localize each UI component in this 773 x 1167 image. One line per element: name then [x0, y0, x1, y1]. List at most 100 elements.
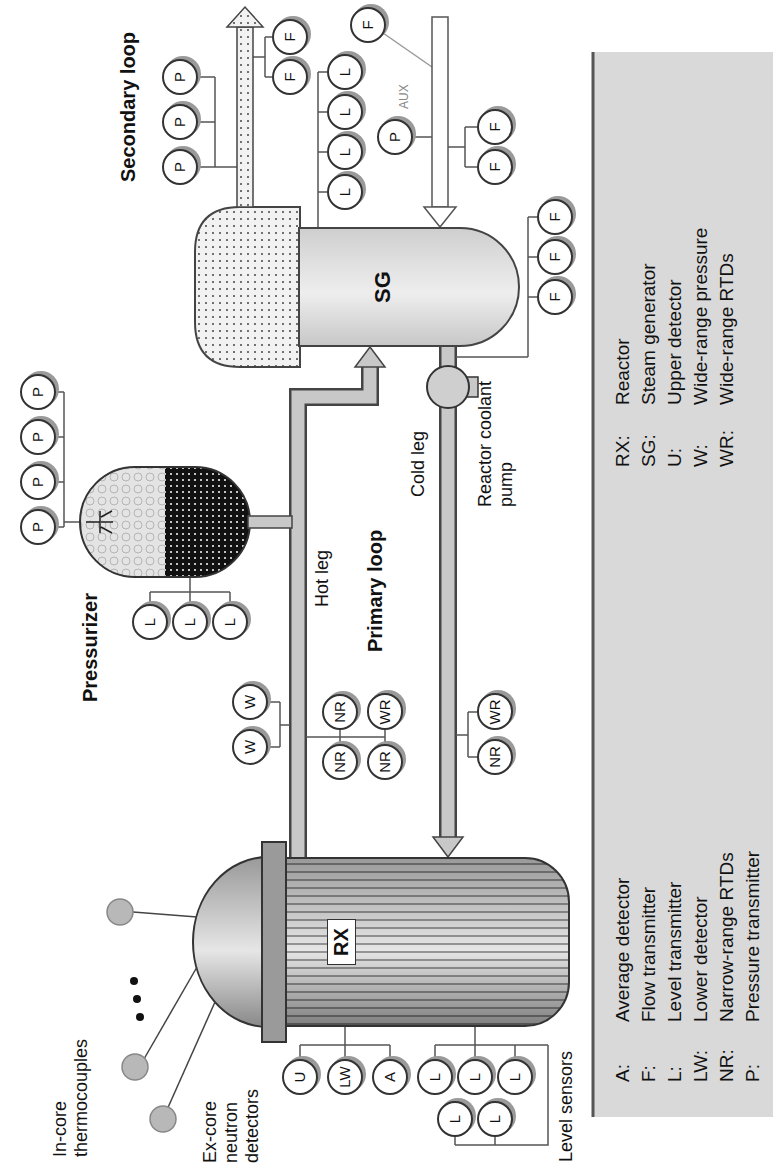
reactor-vessel-head [193, 857, 268, 1027]
part-label: AUX [397, 69, 411, 109]
sensor-circle: F [477, 149, 513, 185]
sensor-code: L [337, 68, 353, 76]
legend-panel [592, 52, 773, 1117]
legend-text: L: [664, 1024, 686, 1082]
sensor-code: F [487, 162, 503, 171]
sensor-code: P [387, 132, 403, 142]
pressurizer [80, 467, 250, 577]
part-label: Reactor coolant pump [475, 377, 517, 507]
sensor-circle: L [132, 604, 168, 640]
pipe-outline [298, 366, 370, 857]
sensor-code: L [427, 1073, 443, 1081]
sensor-wiring [268, 702, 290, 747]
sensor-code: F [547, 292, 563, 301]
reactor-vessel-head [193, 842, 286, 1042]
component-label: SG [370, 271, 396, 303]
pressurizer [80, 467, 250, 577]
legend-text: RX: [612, 409, 634, 467]
sensor-circle: W [232, 684, 268, 720]
legend-text: P: [742, 1024, 764, 1082]
pipe-fill [442, 347, 455, 838]
sensor-wiring [150, 577, 230, 604]
legend-text: Average detector [612, 722, 634, 1022]
sensor-circle: L [327, 134, 363, 170]
sensor-wiring [56, 392, 82, 527]
sensor-circle: L [477, 1101, 513, 1137]
legend-text: Pressure transmitter [742, 722, 764, 1022]
aux-line [383, 33, 432, 67]
sensor-circle: NR [322, 694, 358, 730]
legend-text: WR: [716, 409, 738, 467]
in-core-thermocouples [107, 899, 215, 1132]
sensor-code: P [172, 117, 188, 127]
in-core-thermocouples [144, 967, 197, 1059]
in-core-thermocouples [166, 1002, 215, 1112]
legend-text: SG: [638, 409, 660, 467]
section-title: Primary loop [365, 512, 386, 652]
sensor-code: U [292, 1072, 308, 1083]
sensor-circle: P [162, 59, 198, 95]
part-label: Hot leg [312, 527, 333, 607]
legend-text: NR: [716, 1024, 738, 1082]
sensor-code: L [507, 1073, 523, 1081]
sensor-code: F [547, 212, 563, 221]
reactor-coolant-pump [427, 366, 478, 408]
sensor-code: P [30, 432, 46, 442]
sensor-circle: LW [327, 1059, 363, 1095]
in-core-thermocouples [107, 899, 133, 925]
sensor-code: W [242, 695, 258, 709]
sensor-circle: L [417, 1059, 453, 1095]
sensor-code: WR [487, 700, 503, 725]
steam-line [227, 7, 263, 207]
sensor-circle: W [232, 729, 268, 765]
sensor-code: L [467, 1073, 483, 1081]
sensor-circle: L [437, 1101, 473, 1137]
sensor-circle: L [327, 54, 363, 90]
reactor-vessel-head [262, 842, 286, 1042]
sensor-code: P [30, 387, 46, 397]
sensor-code: F [282, 32, 298, 41]
sensor-circle: F [537, 199, 573, 235]
feedwater-line [432, 17, 448, 207]
sensor-circle: U [282, 1059, 318, 1095]
legend-text: Wide-range pressure [690, 105, 712, 405]
pipe-arrowheads [355, 347, 385, 367]
pipe-outline [439, 347, 457, 838]
legend-text: A: [612, 1024, 634, 1082]
legend-text: Narrow-range RTDs [716, 722, 738, 1022]
in-core-thermocouples [150, 1106, 176, 1132]
sensor-code: F [282, 72, 298, 81]
in-core-thermocouples [136, 1013, 144, 1021]
section-title: Pressurizer [80, 577, 101, 702]
in-core-thermocouples [133, 995, 141, 1003]
sensor-circle: F [477, 109, 513, 145]
part-label: Level sensors [556, 992, 577, 1162]
legend-text: F: [638, 1024, 660, 1082]
pressurizer [86, 511, 113, 533]
legend-text: LW: [690, 1024, 712, 1082]
sensor-wiring [456, 712, 477, 757]
sensor-circle: NR [367, 744, 403, 780]
sensor-code: WR [377, 700, 393, 725]
legend-panel [592, 52, 773, 1117]
pipe-fill [298, 366, 370, 857]
sensor-code: L [222, 618, 238, 626]
part-label: Ex-core neutron detectors [200, 1045, 263, 1163]
sensor-code: L [337, 188, 353, 196]
sensor-code: L [447, 1115, 463, 1123]
steam-generator: SG [298, 227, 520, 347]
steam-generator-dome [195, 207, 300, 367]
steam-line [227, 7, 263, 27]
sensor-circle: F [272, 19, 308, 55]
part-label: Cold leg [408, 412, 429, 497]
pressurizer [80, 467, 250, 577]
sensor-code: W [242, 740, 258, 754]
sensor-code: P [30, 477, 46, 487]
steam-generator-dome [195, 207, 300, 367]
sensor-circle: P [20, 374, 56, 410]
pipe-arrowheads [433, 837, 463, 857]
sensor-wiring [253, 37, 272, 77]
sensor-wiring [448, 127, 477, 167]
legend-text: Steam generator [638, 105, 660, 405]
